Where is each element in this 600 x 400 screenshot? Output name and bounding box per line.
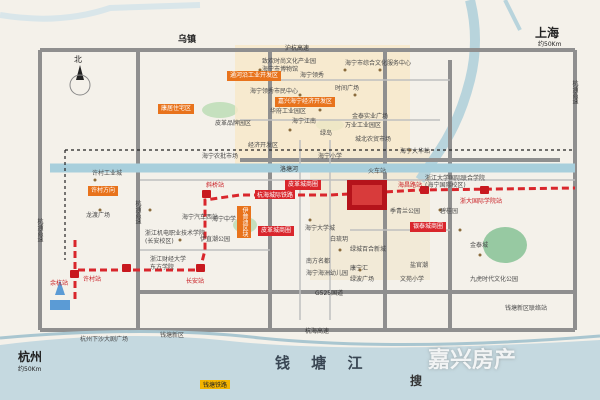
zone-pihuo2: 皮革城商圈 xyxy=(258,226,295,236)
city-shanghai: 上海 xyxy=(535,26,560,40)
poi: 龙渡广场 xyxy=(86,212,111,219)
zone-xuchun: 许村方向 xyxy=(88,186,119,196)
poi: 金泰实业广场 xyxy=(352,113,389,120)
watermark-search: 搜 xyxy=(410,374,423,388)
poi: 东方学院 xyxy=(150,264,175,271)
poi: 海宁汽车西站 xyxy=(182,214,219,221)
station-zheda: 浙大国际学院站 xyxy=(460,198,503,205)
rail-qiantang: 钱塘铁路 xyxy=(200,380,231,389)
poi: 万业工业园区 xyxy=(345,122,382,129)
zone-jiaxing: 嘉兴海宁经济开发区 xyxy=(275,97,336,107)
road-hangpu-right: 杭浦高速 xyxy=(571,80,578,104)
poi: 文苑小学 xyxy=(400,276,425,283)
poi: 浙江机电职业技术学院 xyxy=(145,230,206,237)
compass-north: 北 xyxy=(74,55,82,64)
green-park-area xyxy=(483,227,527,263)
poi: (长安校区) xyxy=(145,238,174,245)
poi: 季青兰公园 xyxy=(390,208,421,215)
poi: 海宁农批市场 xyxy=(202,153,239,160)
poi: 海宁市综合文化服务中心 xyxy=(345,60,412,67)
zone-yuanchun: 康居住宅区 xyxy=(158,104,195,114)
poi: 南方名都 xyxy=(306,258,331,265)
city-hangzhou: 杭州 xyxy=(18,350,43,364)
poi: 海宁大学城 xyxy=(305,225,336,232)
hangzhou-distance: 约50Km xyxy=(18,366,42,373)
poi: 时间广场 xyxy=(335,85,360,92)
poi: 海宁市博物馆 xyxy=(262,66,299,73)
zone-yintai: 银泰城商圈 xyxy=(410,222,447,232)
poi: 钱塘新区 xyxy=(160,332,185,339)
poi: 浙江大学国际联合学院 xyxy=(425,175,486,182)
station-haichang: 海昌路站 xyxy=(398,182,423,189)
station-xucun: 许村站 xyxy=(83,276,102,283)
poi: 海宁中学 xyxy=(212,216,237,223)
station-xieqiao: 斜桥站 xyxy=(206,182,225,189)
poi: 杭州下沙大剧广场 xyxy=(80,336,129,343)
poi: (海宁国际校区) xyxy=(425,182,466,189)
road-hanghai: 杭海高速 xyxy=(305,328,330,335)
zone-yipu: 伊普迪区块 xyxy=(237,206,251,238)
poi: 钱塘新区联络站 xyxy=(505,305,548,312)
poi: 白琉玥 xyxy=(330,236,349,243)
poi: 伊直潮公园 xyxy=(200,236,231,243)
poi: 康宁汇 xyxy=(350,265,369,272)
poi: 皮革品牌园区 xyxy=(215,120,252,127)
zone-pihuo: 皮革城商圈 xyxy=(285,180,322,190)
river-qiantang-label: 钱 塘 江 xyxy=(275,354,371,372)
qiantang-river xyxy=(0,336,600,400)
road-huhang: 沪杭高速 xyxy=(285,45,310,52)
highway-network xyxy=(38,48,577,332)
poi: 城北农贸市场 xyxy=(355,136,392,143)
river-luotang-label: 洛塘河 xyxy=(280,166,299,173)
road-hangpu-left: 杭浦高速 xyxy=(36,218,43,242)
poi: 许村工业城 xyxy=(92,170,123,177)
city-wuzhen: 乌镇 xyxy=(178,35,197,45)
watermark-logo: 嘉兴房产 xyxy=(428,348,517,373)
station-changan: 长安站 xyxy=(186,278,205,285)
road-g525: G525国道 xyxy=(315,290,344,297)
poi: 绿波广场 xyxy=(350,276,375,283)
poi: 经济开发区 xyxy=(248,142,279,149)
poi: 绿岛 xyxy=(320,130,333,137)
poi: 海宁大华站 xyxy=(400,148,431,155)
poi: 海宁海洲幼儿园 xyxy=(306,270,349,277)
road-hangpu-mid: 杭浦高速 xyxy=(134,200,141,224)
poi: 海宁领秀市民中心 xyxy=(250,88,299,95)
poi: 海宁小学 xyxy=(318,153,343,160)
poi: 致欢时尚文化产业园 xyxy=(262,58,317,65)
poi: 金泰城 xyxy=(470,242,489,249)
poi: 九虎时代文化公园 xyxy=(470,276,519,283)
rail-line-label: 杭海城际铁路 xyxy=(255,190,296,199)
poi: 海宁江南 xyxy=(292,118,317,125)
poi: 盐官潮 xyxy=(410,262,429,269)
poi: 火车站 xyxy=(368,168,387,175)
poi: 华府工业园区 xyxy=(270,108,307,115)
poi: 绿城百合新城 xyxy=(350,246,387,253)
poi: 海宁领秀 xyxy=(300,72,325,79)
shanghai-distance: 约50Km xyxy=(538,41,562,48)
poi: 碧桂园 xyxy=(440,208,459,215)
poi: 浙江财经大学 xyxy=(150,256,187,263)
station-yuhang: 余杭站 xyxy=(50,280,69,287)
zone-tongzhou: 通河沿工业开发区 xyxy=(227,71,282,81)
